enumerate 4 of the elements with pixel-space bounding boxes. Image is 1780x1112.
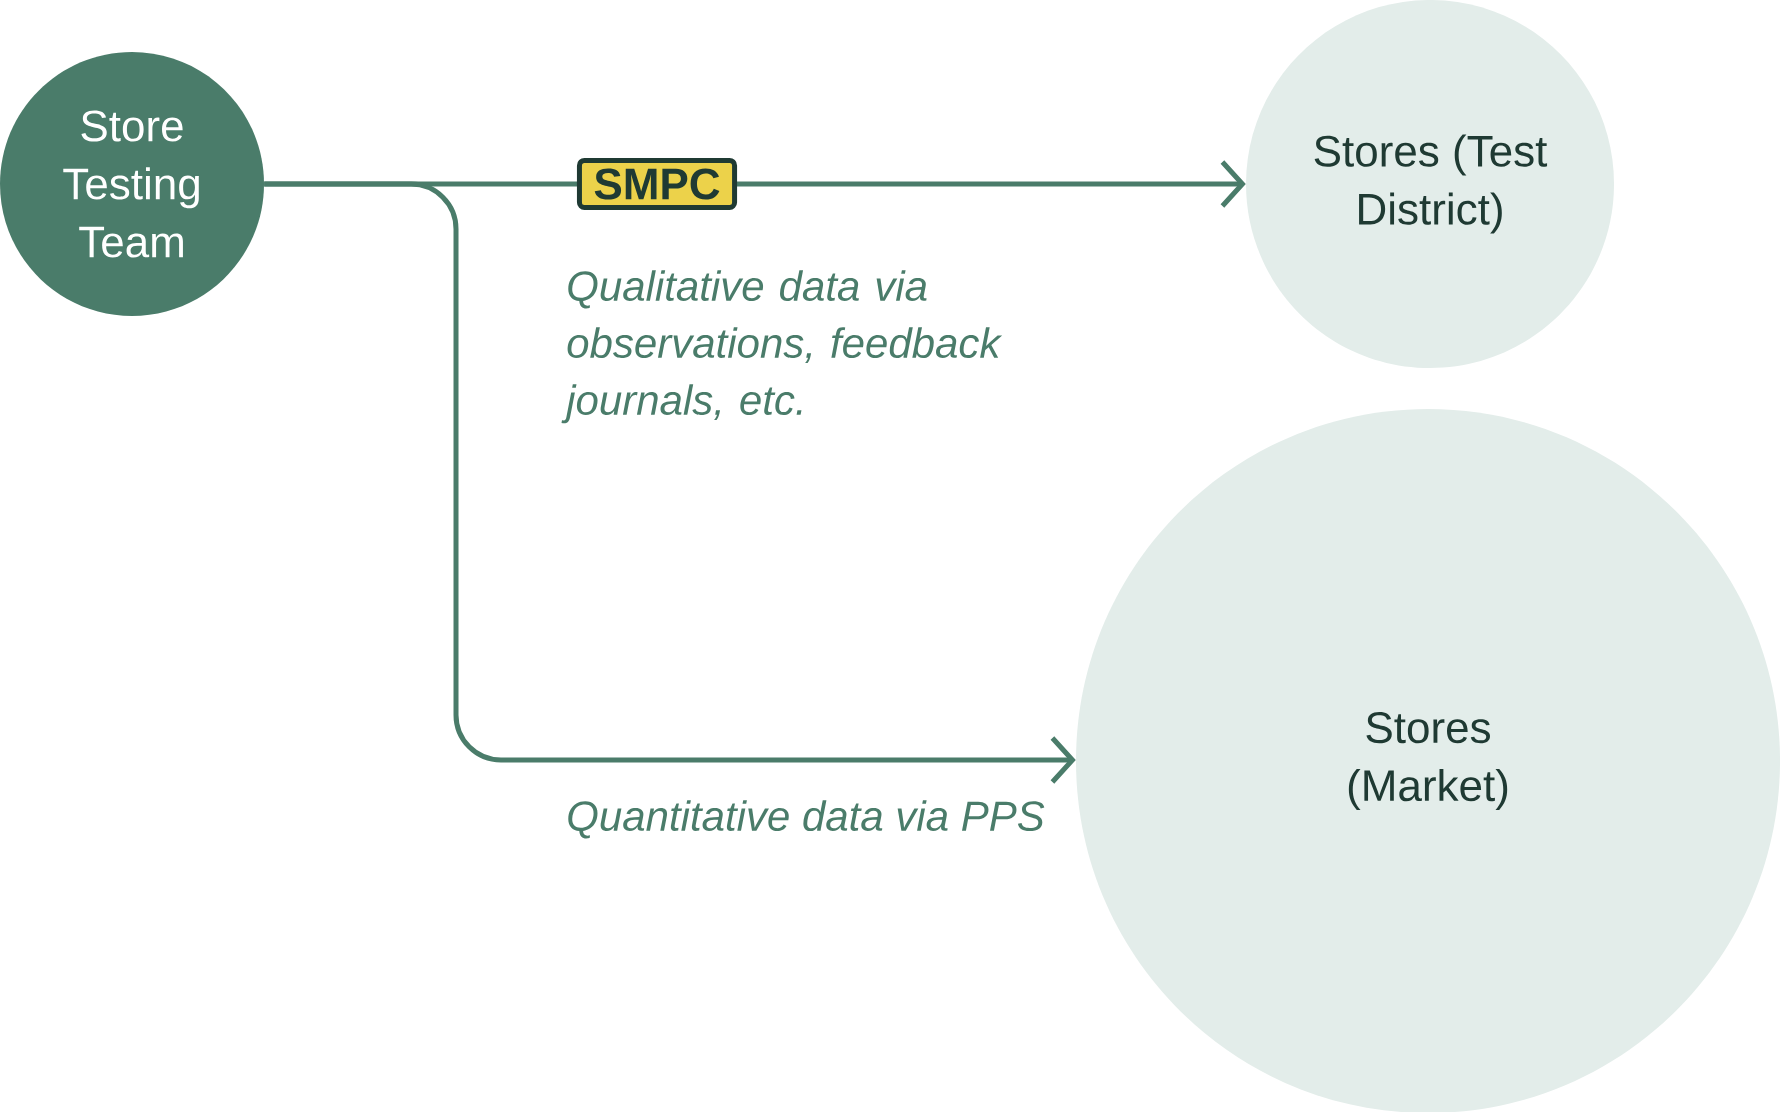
note-text: Qualitative data via observations, feedback journals, etc. <box>561 270 1003 424</box>
arrow <box>264 181 1076 784</box>
tag-label: SMPC <box>576 157 738 211</box>
edge-label: Quantitative data via PPS <box>568 800 1045 839</box>
